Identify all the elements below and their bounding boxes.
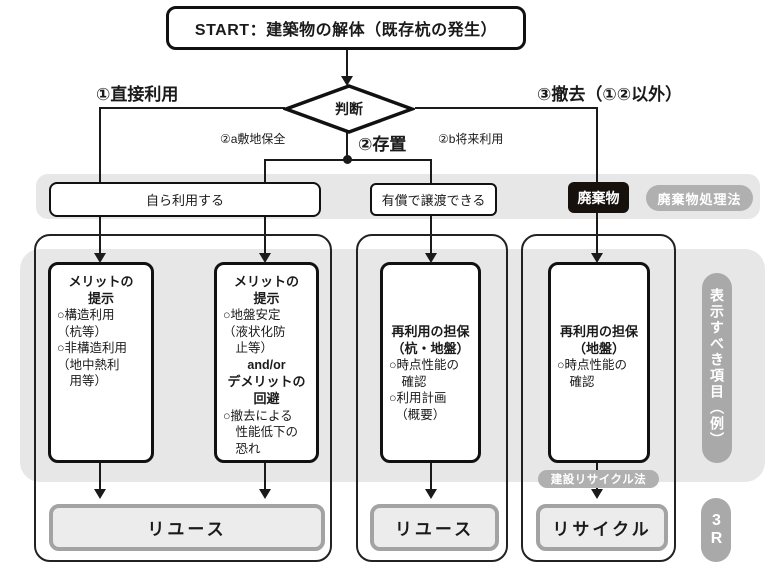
arrowhead-into-col1-icon xyxy=(94,253,106,263)
reuse1-label: リユース xyxy=(147,520,227,539)
col3-body: ○時点性能の 確認 ○利用計画 （概要） xyxy=(389,358,460,422)
arrowhead-into-col2-icon xyxy=(259,253,271,263)
connector-branch3-vertical xyxy=(596,107,598,255)
waste-law-label: 廃棄物処理法 xyxy=(657,191,742,207)
container-waste-group xyxy=(521,234,676,562)
col1-merit-box: メリットの 提示 ○構造利用 （杭等） ○非構造利用 （地中熱利 用等） xyxy=(48,262,154,463)
three-r-label: 3R xyxy=(708,512,725,548)
col2-merit-demerit-box: メリットの 提示 ○地盤安定 （液状化防 止等） and/or デメリットの 回… xyxy=(214,262,319,463)
arrowhead-into-reuse1-left-icon xyxy=(94,489,106,499)
self-use-label: 自ら利用する xyxy=(145,193,224,208)
display-items-pill: 表示すべき項目（例） xyxy=(702,273,732,463)
connector-decision-to-junction xyxy=(346,131,348,161)
waste-node: 廃棄物 xyxy=(568,182,629,213)
three-r-pill: 3R xyxy=(701,498,731,562)
arrowhead-into-recycle-icon xyxy=(591,489,603,499)
display-items-label: 表示すべき項目（例） xyxy=(709,288,725,448)
col1-header: メリットの 提示 xyxy=(68,274,134,307)
decision-node: 判断 xyxy=(283,84,415,134)
connector-col1-to-reuse xyxy=(99,463,101,496)
reuse2-result-box: リユース xyxy=(370,504,499,551)
arrowhead-into-reuse2-icon xyxy=(425,489,437,499)
start-node-label: START：建築物の解体（既存杭の発生） xyxy=(194,22,498,39)
connector-branch1-horizontal xyxy=(100,107,285,109)
col2-body: ○地盤安定 （液状化防 止等） xyxy=(223,308,286,356)
waste-law-badge: 廃棄物処理法 xyxy=(646,185,753,211)
reuse1-result-box: リユース xyxy=(49,504,325,551)
start-node: START：建築物の解体（既存杭の発生） xyxy=(166,6,526,50)
construction-recycle-law-badge: 建設リサイクル法 xyxy=(538,470,659,488)
col3-header: 再利用の担保 （杭・地盤） xyxy=(391,324,470,357)
paid-transfer-label: 有償で譲渡できる xyxy=(381,193,486,208)
branch-future-use-label: ②b将来利用 xyxy=(438,132,504,146)
col1-body: ○構造利用 （杭等） ○非構造利用 （地中熱利 用等） xyxy=(57,308,128,389)
col2-header: メリットの 提示 xyxy=(233,274,299,307)
arrowhead-into-col3-icon xyxy=(425,253,437,263)
connector-col2-to-reuse xyxy=(264,463,266,496)
arrowhead-into-col4-icon xyxy=(591,253,603,263)
col4-header: 再利用の担保 （地盤） xyxy=(559,324,638,357)
container-transfer-group xyxy=(356,234,508,562)
waste-label: 廃棄物 xyxy=(577,189,620,206)
construction-recycle-law-label: 建設リサイクル法 xyxy=(550,474,647,486)
branch-leave-label: ②存置 xyxy=(358,135,407,154)
col4-reuse-guarantee-box: 再利用の担保 （地盤） ○時点性能の 確認 xyxy=(548,262,650,463)
decision-label: 判断 xyxy=(335,101,363,117)
connector-branch1-vertical xyxy=(99,107,101,255)
branch-site-preserve-label: ②a敷地保全 xyxy=(220,132,286,146)
paid-transfer-node: 有償で譲渡できる xyxy=(370,183,497,216)
decision-diamond-shape xyxy=(283,84,415,134)
recycle-label: リサイクル xyxy=(552,520,652,539)
container-direct-use-group xyxy=(34,234,332,562)
recycle-result-box: リサイクル xyxy=(536,504,668,551)
col3-reuse-guarantee-box: 再利用の担保 （杭・地盤） ○時点性能の 確認 ○利用計画 （概要） xyxy=(380,262,481,463)
self-use-node: 自ら利用する xyxy=(49,182,321,217)
arrowhead-into-decision-icon xyxy=(341,76,353,86)
branch-direct-use-label: ①直接利用 xyxy=(96,85,179,104)
junction-dot xyxy=(343,155,352,164)
col2-body2: ○撤去による 性能低下の 恐れ xyxy=(223,408,299,456)
reuse2-label: リユース xyxy=(394,520,475,539)
col4-body: ○時点性能の 確認 xyxy=(557,358,628,389)
connector-branch3-horizontal xyxy=(415,107,597,109)
col2-header2: デメリットの 回避 xyxy=(227,374,306,407)
col2-andor-label: and/or xyxy=(247,357,286,372)
connector-start-to-decision xyxy=(346,44,348,83)
connector-col3-to-reuse xyxy=(430,463,432,496)
branch-removal-label: ③撤去（①②以外） xyxy=(537,85,683,104)
arrowhead-into-reuse1-right-icon xyxy=(259,489,271,499)
